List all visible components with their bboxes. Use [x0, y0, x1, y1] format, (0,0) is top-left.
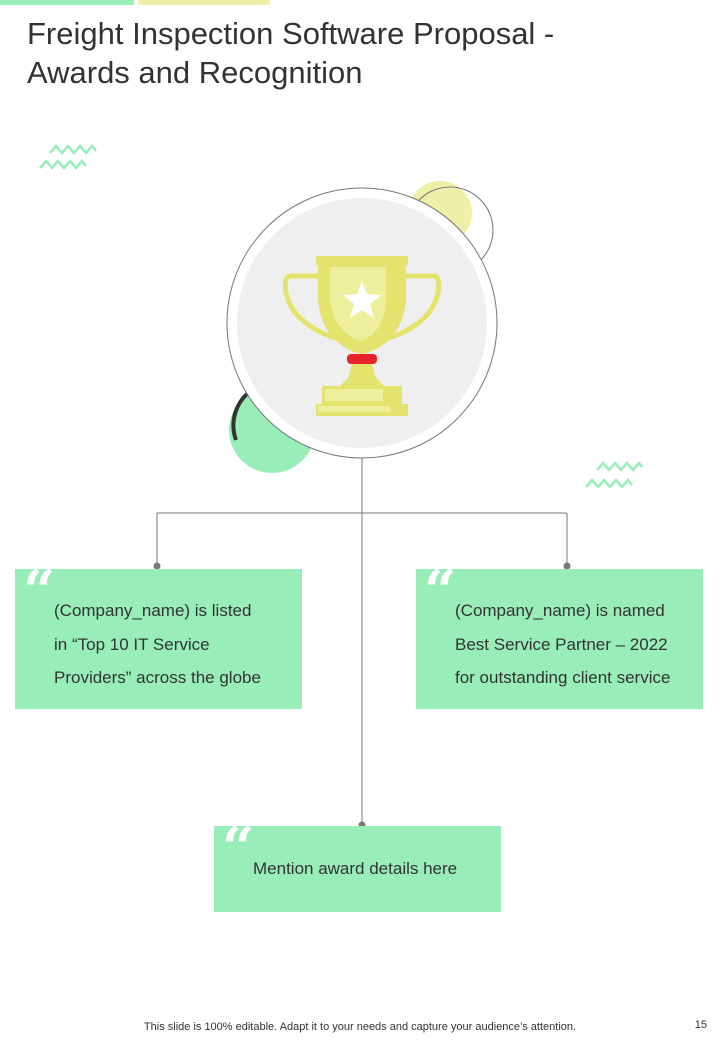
- award-card-bottom: “ Mention award details here: [214, 820, 501, 912]
- award-text-line: Providers” across the globe: [54, 668, 261, 687]
- quote-icon: “: [424, 558, 457, 624]
- star-icon: [343, 281, 381, 318]
- page-title: Freight Inspection Software Proposal - A…: [27, 14, 667, 92]
- quote-icon: “: [23, 558, 56, 624]
- award-text-line: in “Top 10 IT Service: [54, 634, 210, 654]
- zigzag-decoration-top-left: [39, 144, 97, 170]
- award-text-line: Best Service Partner – 2022: [455, 634, 668, 654]
- page-number: 15: [694, 1019, 707, 1031]
- title-line-2: Awards and Recognition: [27, 55, 363, 90]
- award-text-line: for outstanding client service: [455, 668, 671, 687]
- award-text-line: (Company_name) is named: [455, 601, 665, 620]
- award-card-right: “ (Company_name) is named Best Service P…: [416, 563, 703, 709]
- award-text-line: (Company_name) is listed: [54, 601, 252, 620]
- quote-icon: “: [222, 815, 255, 881]
- footer-note: This slide is 100% editable. Adapt it to…: [143, 1021, 577, 1033]
- award-text-bottom: Mention award details here: [253, 852, 495, 886]
- connector-dot-left: [153, 562, 161, 570]
- connector-dot-right: [563, 562, 571, 570]
- trophy-icon: [282, 256, 442, 416]
- award-text-line: Mention award details here: [253, 859, 458, 878]
- title-line-1: Freight Inspection Software Proposal -: [27, 16, 555, 51]
- award-text-left: (Company_name) is listed in “Top 10 IT S…: [54, 594, 296, 695]
- award-text-right: (Company_name) is named Best Service Par…: [455, 594, 697, 695]
- award-card-left: “ (Company_name) is listed in “Top 10 IT…: [15, 563, 302, 709]
- zigzag-decoration-right: [585, 461, 643, 489]
- accent-bar-green: [0, 0, 134, 5]
- accent-bar-yellow: [138, 0, 270, 5]
- connector-lines: [156, 458, 568, 825]
